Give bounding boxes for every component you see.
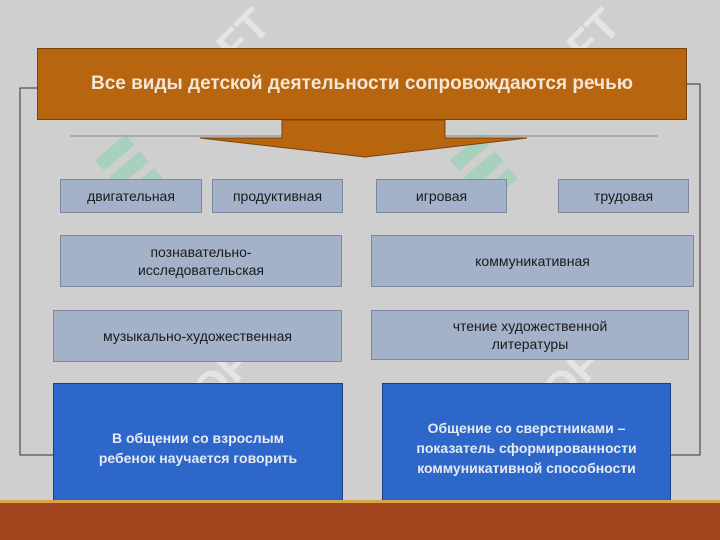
info-box-peer-communication: Общение со сверстниками – показатель сфо… <box>382 383 671 513</box>
activity-box-music-art: музыкально-художественная <box>53 310 342 362</box>
down-arrow-icon <box>199 119 528 158</box>
activity-box-cognitive: познавательно- исследовательская <box>60 235 342 287</box>
activity-box-motor: двигательная <box>60 179 202 213</box>
floor-band <box>0 503 720 540</box>
activity-box-reading: чтение художественной литературы <box>371 310 689 360</box>
activity-box-productive: продуктивная <box>212 179 343 213</box>
title-box: Все виды детской деятельности сопровожда… <box>37 48 687 120</box>
floor-accent-line <box>0 500 720 503</box>
activity-box-play: игровая <box>376 179 507 213</box>
activity-box-communicative: коммуникативная <box>371 235 694 287</box>
info-box-adult-communication: В общении со взрослым ребенок научается … <box>53 383 343 513</box>
activity-box-labor: трудовая <box>558 179 689 213</box>
